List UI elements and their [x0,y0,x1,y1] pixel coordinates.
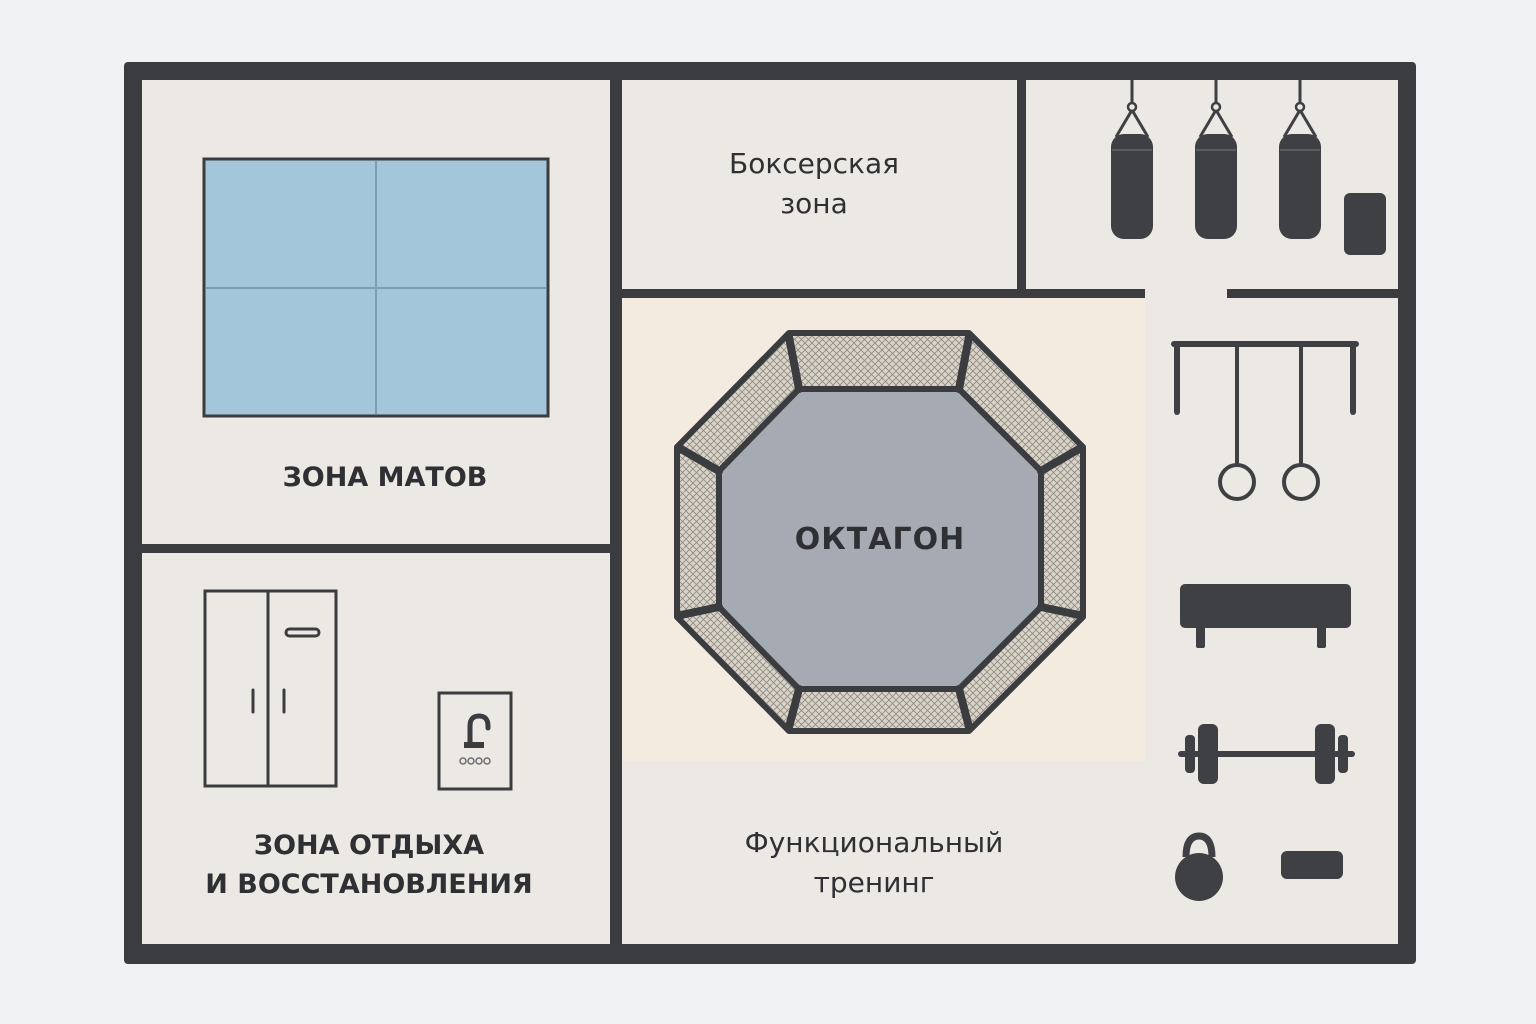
rest-zone-label-line2: И ВОССТАНОВЛЕНИЯ [205,869,532,900]
octagon-label: ОКТАГОН [795,522,965,557]
wall-boxing-bottom [622,289,1145,298]
punching-bag-icon [1195,80,1237,239]
rings-rack-icon [1171,341,1359,415]
hanging-rings [1218,347,1320,501]
punching-bag-icon [1111,80,1153,239]
gymnastic-ring-icon [1282,347,1320,501]
mats-zone-label: ЗОНА МАТОВ [283,462,488,493]
kettlebell-icon [1175,832,1223,901]
functional-zone-label-line2: тренинг [814,866,935,899]
rest-zone-label-line1: ЗОНА ОТДЫХА [254,830,484,861]
wall-mats-rest [142,544,610,553]
boxing-zone-label-line2: зона [780,187,847,220]
wall-pad-icon [1344,193,1386,255]
wall-boxing-right [1017,80,1026,289]
mats-area [202,157,550,418]
gymnastic-ring-icon [1218,347,1256,501]
wall-bags-bottom [1227,289,1398,298]
locker-icon [203,589,338,788]
punching-bags [1111,80,1321,239]
bench-icon [1180,584,1351,648]
interior-walls [142,80,1398,944]
wall-mats-right [610,80,622,944]
boxing-zone-label-line1: Боксерская [729,147,899,180]
punching-bag-icon [1279,80,1321,239]
weight-plate-pad-icon [1281,851,1343,879]
octagon-cage [674,330,1086,734]
barbell-icon [1178,724,1355,784]
functional-zone-label-line1: Функциональный [745,826,1004,859]
octagon-posts [677,333,1083,731]
water-dispenser-icon [437,691,513,791]
